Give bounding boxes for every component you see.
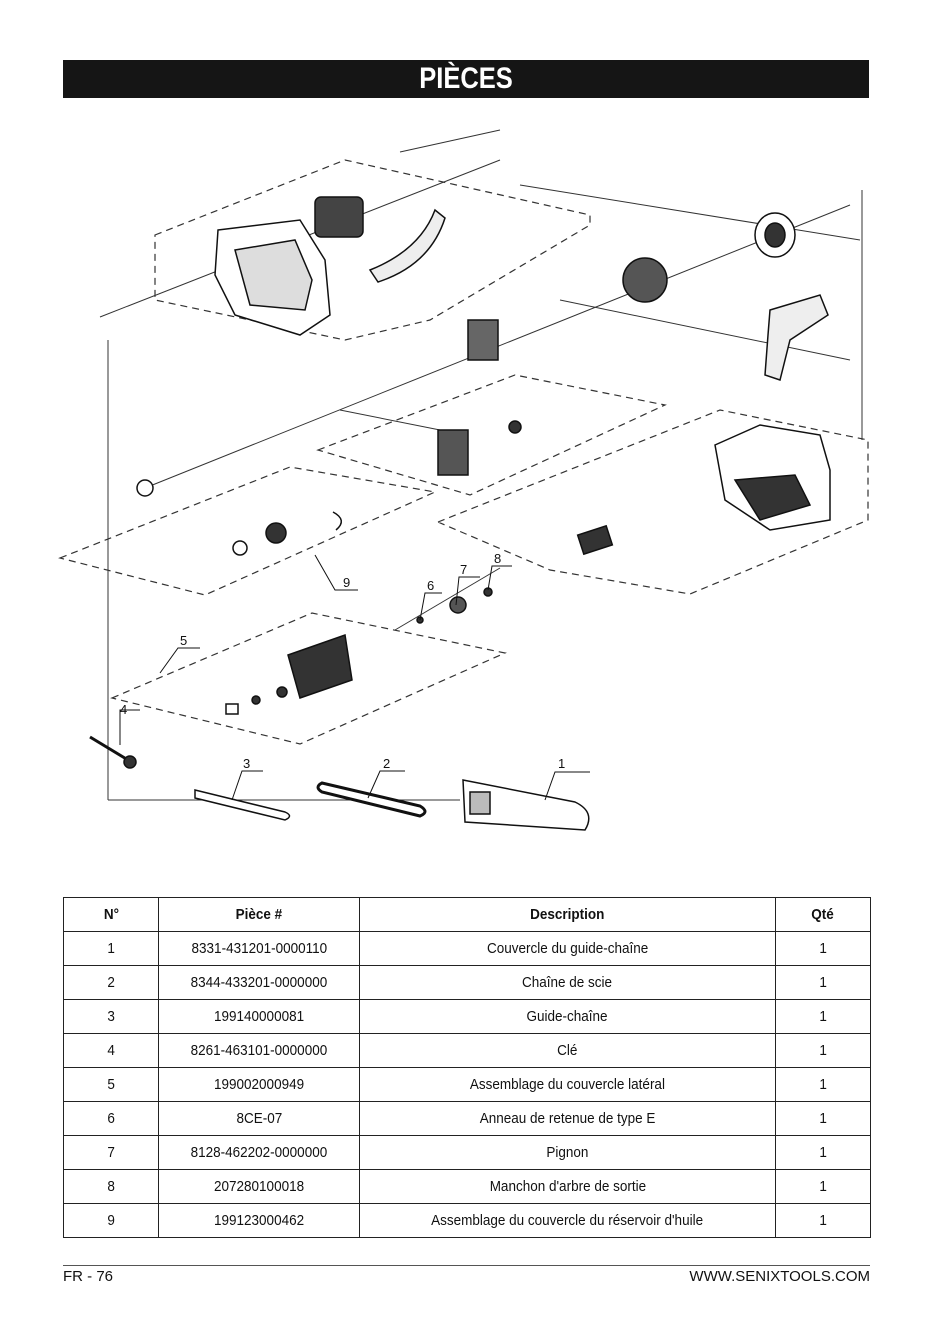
title-bar: PIÈCES: [63, 60, 869, 98]
cell-part-number: 207280100018: [158, 1169, 360, 1204]
cell-description: Chaîne de scie: [359, 965, 776, 1000]
brake-lever-shape: [764, 294, 829, 381]
oil-pump-shape: [437, 429, 469, 476]
cell-part-number: 199140000081: [158, 999, 360, 1034]
cell-part-number: 8CE-07: [158, 1101, 360, 1136]
group-outline-housing-left: [154, 159, 591, 341]
cell-number: 1: [63, 931, 159, 966]
callout-1: 1: [558, 756, 565, 771]
group-outline-middle: [316, 374, 667, 496]
cell-quantity: 1: [775, 965, 871, 1000]
cell-number: 3: [63, 999, 159, 1034]
cell-number: 8: [63, 1169, 159, 1204]
chain-shape: [316, 781, 427, 818]
cell-description: Anneau de retenue de type E: [359, 1101, 776, 1136]
table-row: 4 8261-463101-0000000 Clé 1: [63, 1033, 871, 1068]
website-link[interactable]: WWW.SENIXTOOLS.COM: [689, 1268, 870, 1285]
col-header-part-number: Pièce #: [158, 897, 360, 932]
cell-description: Clé: [359, 1033, 776, 1068]
table-row: 9 199123000462 Assemblage du couvercle d…: [63, 1203, 871, 1238]
cell-quantity: 1: [775, 1101, 871, 1136]
table-row: 8 207280100018 Manchon d'arbre de sortie…: [63, 1169, 871, 1204]
cell-description: Assemblage du couvercle latéral: [359, 1067, 776, 1102]
page-title: PIÈCES: [419, 62, 513, 95]
cell-quantity: 1: [775, 1203, 871, 1238]
callout-4: 4: [120, 702, 127, 717]
cell-description: Couvercle du guide-chaîne: [359, 931, 776, 966]
cell-part-number: 8261-463101-0000000: [158, 1033, 360, 1068]
table-row: 3 199140000081 Guide-chaîne 1: [63, 999, 871, 1034]
table-row: 1 8331-431201-0000110 Couvercle du guide…: [63, 931, 871, 966]
cell-description: Guide-chaîne: [359, 999, 776, 1034]
callout-3: 3: [243, 756, 250, 771]
group-outline-oil-cover: [58, 466, 438, 596]
table-row: 6 8CE-07 Anneau de retenue de type E 1: [63, 1101, 871, 1136]
col-header-quantity: Qté: [775, 897, 871, 932]
col-header-description: Description: [359, 897, 776, 932]
cell-part-number: 199002000949: [158, 1067, 360, 1102]
cell-number: 7: [63, 1135, 159, 1170]
cell-number: 2: [63, 965, 159, 1000]
cell-quantity: 1: [775, 1135, 871, 1170]
table-row: 2 8344-433201-0000000 Chaîne de scie 1: [63, 965, 871, 1000]
callout-5: 5: [180, 633, 187, 648]
cell-quantity: 1: [775, 1169, 871, 1204]
callout-8: 8: [494, 551, 501, 566]
handle-shape: [368, 208, 446, 283]
cell-description: Assemblage du couvercle du réservoir d'h…: [359, 1203, 776, 1238]
cell-part-number: 8331-431201-0000110: [158, 931, 360, 966]
cell-quantity: 1: [775, 1033, 871, 1068]
cell-description: Manchon d'arbre de sortie: [359, 1169, 776, 1204]
battery-shape: [314, 196, 364, 238]
table-header-row: N° Pièce # Description Qté: [63, 897, 871, 932]
group-outline-housing-right: [436, 409, 869, 595]
callout-9: 9: [343, 575, 350, 590]
switch-shape: [467, 319, 499, 361]
cell-number: 6: [63, 1101, 159, 1136]
group-outline-side-cover: [110, 612, 507, 745]
exploded-parts-diagram: 1 2 3 4 5 6 7 8 9: [58, 129, 869, 831]
cell-part-number: 8344-433201-0000000: [158, 965, 360, 1000]
footer-divider: [63, 1265, 870, 1266]
cell-part-number: 8128-462202-0000000: [158, 1135, 360, 1170]
cell-part-number: 199123000462: [158, 1203, 360, 1238]
table-row: 7 8128-462202-0000000 Pignon 1: [63, 1135, 871, 1170]
parts-table: N° Pièce # Description Qté 1 8331-431201…: [63, 897, 871, 1238]
cell-quantity: 1: [775, 999, 871, 1034]
callout-6: 6: [427, 578, 434, 593]
col-header-number: N°: [63, 897, 159, 932]
cell-number: 5: [63, 1067, 159, 1102]
callout-2: 2: [383, 756, 390, 771]
side-cover-shape: [287, 633, 353, 699]
guide-bar-shape: [194, 789, 291, 821]
table-row: 5 199002000949 Assemblage du couvercle l…: [63, 1067, 871, 1102]
cell-quantity: 1: [775, 931, 871, 966]
cell-number: 4: [63, 1033, 159, 1068]
cell-description: Pignon: [359, 1135, 776, 1170]
bar-cover-shape: [462, 779, 590, 831]
cell-quantity: 1: [775, 1067, 871, 1102]
motor-shape: [622, 257, 668, 303]
callout-7: 7: [460, 562, 467, 577]
cell-number: 9: [63, 1203, 159, 1238]
page-number: FR - 76: [63, 1268, 114, 1285]
